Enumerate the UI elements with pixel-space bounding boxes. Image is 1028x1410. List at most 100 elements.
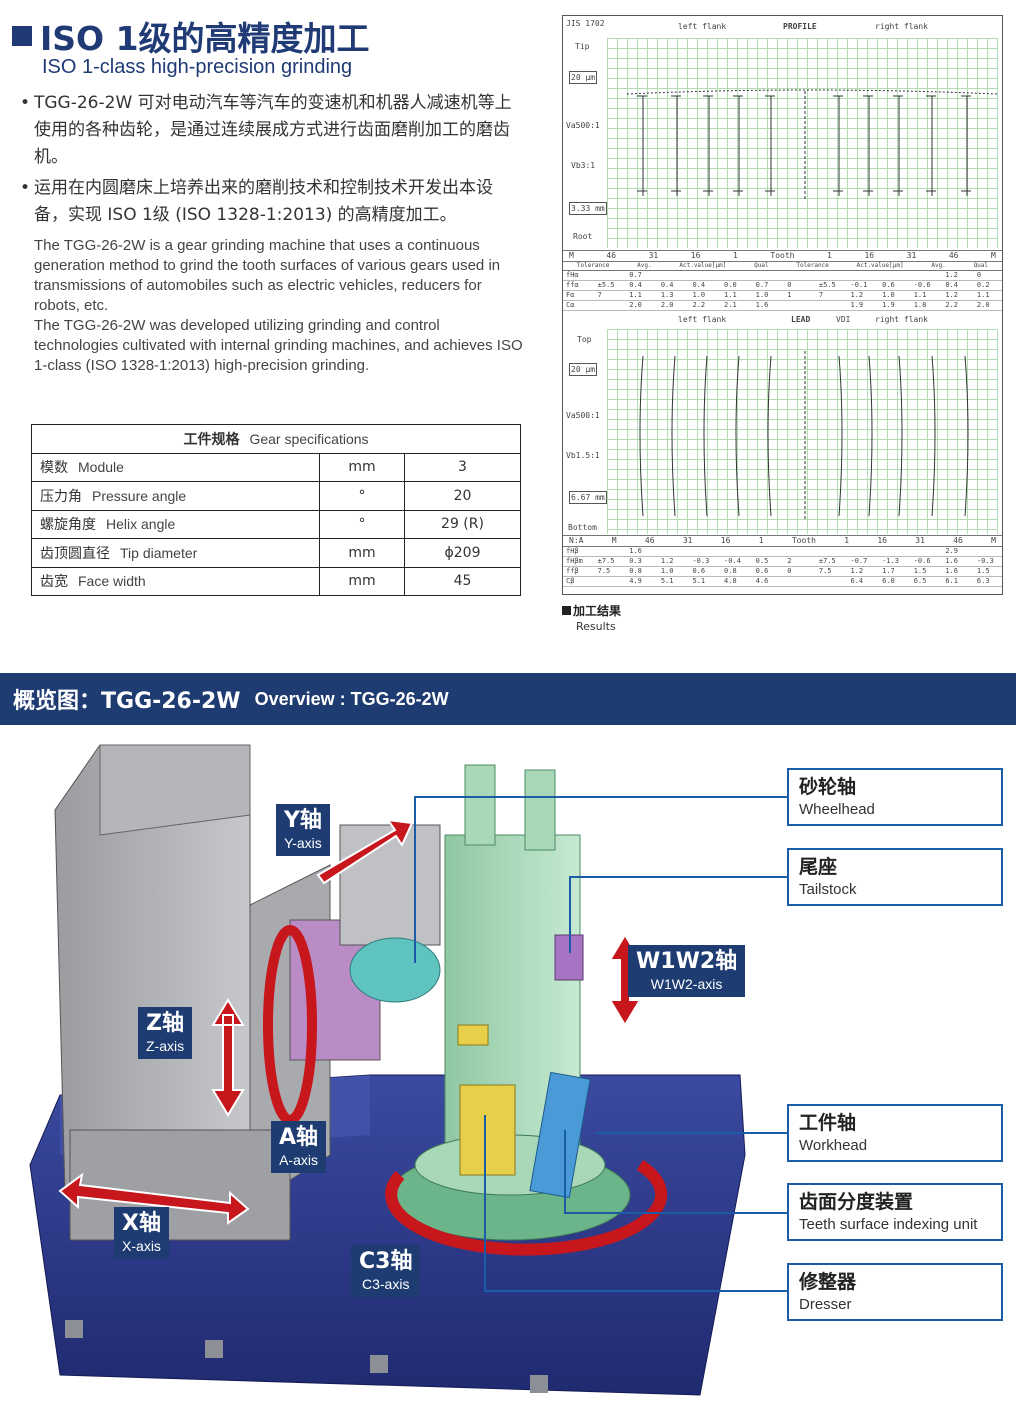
table-cell: ±5.5 bbox=[597, 281, 615, 289]
profile-left-flank: left flank bbox=[678, 22, 727, 31]
table-cell: ffα bbox=[566, 281, 579, 289]
table-cell: Fα bbox=[566, 291, 575, 299]
table-cell: 2 bbox=[787, 557, 792, 565]
bullet-1: •TGG-26-2W 可对电动汽车等汽车的变速机和机器人减速机等上使用的各种齿轮… bbox=[20, 90, 525, 171]
table-cell bbox=[819, 547, 841, 556]
axis-label: 46 bbox=[606, 251, 617, 260]
axis-label: M bbox=[611, 536, 617, 545]
table-cell: 4.8 bbox=[724, 577, 737, 585]
table-cell bbox=[692, 547, 714, 556]
table-cell: 0 bbox=[976, 271, 982, 279]
profile-root: Root bbox=[573, 232, 593, 241]
axis-label: 16 bbox=[864, 251, 875, 260]
lead-panel: left flank LEAD VDI right flank Top 20 µ… bbox=[563, 311, 1002, 536]
bullet-dot-icon: • bbox=[20, 93, 31, 113]
table-cell: 1.2 bbox=[945, 291, 958, 299]
profile-right-flank: right flank bbox=[875, 22, 928, 31]
table-cell bbox=[598, 547, 620, 556]
table-cell: 6.0 bbox=[882, 577, 895, 585]
table-cell: 6.3 bbox=[976, 577, 990, 585]
bullet-text: TGG-26-2W 可对电动汽车等汽车的变速机和机器人减速机等上使用的各种齿轮，… bbox=[34, 93, 512, 167]
profile-grid bbox=[607, 38, 998, 248]
caption-square-icon bbox=[562, 606, 571, 615]
table-cell bbox=[819, 271, 841, 280]
callout-zh: 齿面分度装置 bbox=[799, 1191, 914, 1213]
table-cell: 0.6 bbox=[755, 567, 769, 575]
table-cell bbox=[850, 547, 872, 556]
results-caption-en: Results bbox=[576, 620, 616, 633]
axis-label: 31 bbox=[648, 251, 659, 260]
table-cell: -0.3 bbox=[692, 557, 710, 565]
spec-name-zh: 压力角 bbox=[40, 488, 82, 505]
table-cell bbox=[787, 301, 809, 310]
table-cell bbox=[914, 547, 936, 556]
table-cell: 1.2 bbox=[850, 291, 864, 299]
profile-head: JIS 1702 bbox=[566, 19, 605, 28]
profile-scale-um: 20 µm bbox=[569, 71, 598, 84]
c3-axis-arrow bbox=[385, 1159, 668, 1256]
axis-label: 46 bbox=[644, 536, 655, 545]
spec-name-en: Tip diameter bbox=[120, 544, 198, 561]
profile-scale-mm: 3.33 mm bbox=[569, 202, 607, 215]
table-cell: 1.8 bbox=[913, 301, 927, 309]
profile-traces bbox=[626, 89, 997, 201]
table-cell: 1.3 bbox=[660, 291, 674, 299]
table-cell bbox=[756, 271, 778, 280]
callout-en: Tailstock bbox=[799, 881, 857, 898]
profile-title: PROFILE bbox=[783, 22, 817, 31]
axis-label: 31 bbox=[682, 536, 693, 545]
table-cell: 1.6 bbox=[629, 547, 642, 555]
spec-name-en: Face width bbox=[78, 573, 146, 590]
table-head-cell: Act.value[µm] bbox=[856, 262, 904, 269]
bullet-text: 运用在内圆磨床上培养出来的磨削技术和控制技术开发出本设备，实现 ISO 1级 (… bbox=[34, 178, 493, 225]
table-cell: 1.0 bbox=[692, 291, 706, 299]
english-paragraph-2: The TGG-26-2W was developed utilizing gr… bbox=[34, 317, 523, 374]
table-cell bbox=[850, 271, 872, 280]
axis-label: 1 bbox=[844, 536, 850, 545]
callout-zh: 砂轮轴 bbox=[799, 776, 857, 798]
axis-label: 1 bbox=[758, 536, 764, 545]
table-cell: ffβ bbox=[566, 567, 579, 575]
lead-scale-mm: 6.67 mm bbox=[569, 491, 607, 504]
table-cell: 1.1 bbox=[724, 291, 737, 299]
axis-en: Y-axis bbox=[284, 835, 322, 851]
table-cell: 2.0 bbox=[629, 301, 642, 309]
dresser-small bbox=[457, 1024, 489, 1046]
table-cell: 1.9 bbox=[850, 301, 864, 309]
lead-va: Va500:1 bbox=[566, 411, 600, 420]
axis-en: A-axis bbox=[279, 1152, 318, 1168]
spec-name-en: Helix angle bbox=[106, 516, 176, 533]
axis-zh: C3轴 bbox=[359, 1249, 413, 1274]
table-cell: 6.5 bbox=[913, 577, 927, 585]
lead-vb: Vb1.5:1 bbox=[566, 451, 600, 460]
table-cell: 0.7 bbox=[629, 271, 642, 279]
table-cell: 0.0 bbox=[724, 281, 737, 289]
table-cell bbox=[692, 271, 714, 280]
lead-title: LEAD bbox=[791, 315, 811, 324]
lead-top: Top bbox=[577, 335, 592, 344]
callout-zh: 工件轴 bbox=[799, 1112, 857, 1134]
table-cell bbox=[819, 301, 841, 310]
axis-zh: W1W2轴 bbox=[636, 949, 738, 974]
grinding-wheel bbox=[349, 937, 441, 1003]
callout-en: Dresser bbox=[799, 1296, 852, 1313]
table-cell: 0.4 bbox=[945, 281, 958, 289]
table-cell: 0.4 bbox=[692, 281, 706, 289]
table-cell bbox=[756, 547, 778, 556]
table-cell: 1.6 bbox=[755, 301, 769, 309]
bullet-dot-icon: • bbox=[20, 178, 31, 198]
table-cell: 1.9 bbox=[882, 301, 895, 309]
table-cell: 0 bbox=[787, 567, 792, 575]
